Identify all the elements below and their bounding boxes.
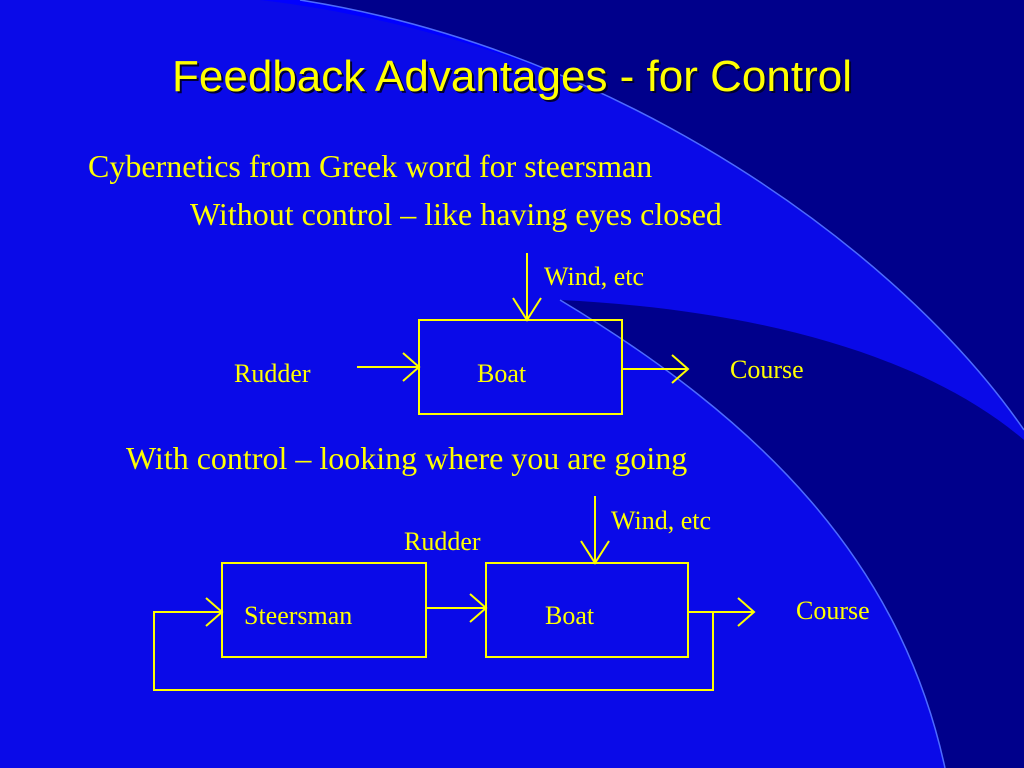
wind-label-closed: Wind, etc: [611, 506, 712, 535]
cybernetics-line: Cybernetics from Greek word for steersma…: [88, 148, 653, 184]
boat-label-open: Boat: [477, 359, 527, 388]
with-control-line: With control – looking where you are goi…: [126, 440, 688, 476]
course-arrow-open: [622, 354, 690, 384]
course-arrow-closed: [688, 597, 756, 627]
course-label-closed: Course: [796, 596, 870, 625]
wind-arrow-closed: [580, 496, 610, 565]
boat-block-closed: [485, 562, 689, 658]
steersman-block: [221, 562, 427, 658]
rudder-arrow-closed: [426, 593, 488, 623]
without-control-line: Without control – like having eyes close…: [190, 196, 722, 232]
slide-title: Feedback Advantages - for Control: [172, 52, 852, 101]
rudder-arrow-open: [357, 352, 421, 382]
feedback-loop: [153, 597, 714, 691]
wind-label-open: Wind, etc: [544, 262, 645, 291]
rudder-label-closed: Rudder: [404, 527, 481, 556]
wind-arrow-open: [512, 253, 542, 322]
boat-label-closed: Boat: [545, 601, 595, 630]
rudder-label-open: Rudder: [234, 359, 311, 388]
course-label-open: Course: [730, 355, 804, 384]
steersman-label: Steersman: [244, 601, 353, 630]
